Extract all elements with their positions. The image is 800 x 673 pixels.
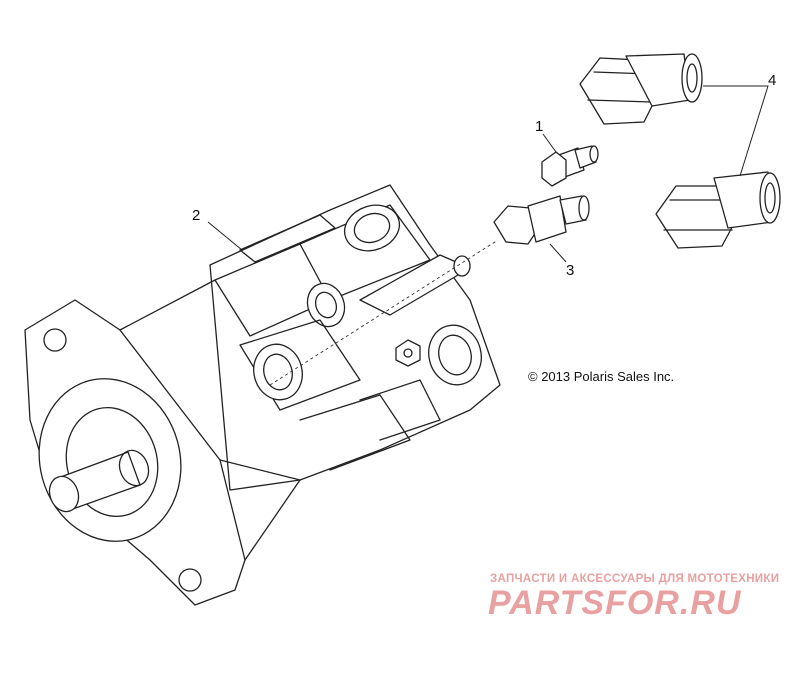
watermark-tagline: ЗАПЧАСТИ И АКСЕССУАРЫ ДЛЯ МОТОТЕХНИКИ [490, 573, 780, 585]
copyright-notice: © 2013 Polaris Sales Inc. [528, 369, 675, 384]
fitting-1 [541, 145, 599, 187]
callout-1: 1 [535, 118, 544, 135]
fitting-4-bottom [655, 171, 781, 249]
callout-4: 4 [768, 72, 777, 89]
fitting-4-top [579, 53, 703, 125]
callout-2: 2 [192, 207, 201, 224]
fitting-3 [493, 195, 590, 245]
leader-lines [207, 85, 769, 263]
watermark-logo: PARTSFOR.RU [488, 584, 742, 622]
pump-assembly [24, 184, 501, 606]
callout-3: 3 [566, 262, 575, 279]
